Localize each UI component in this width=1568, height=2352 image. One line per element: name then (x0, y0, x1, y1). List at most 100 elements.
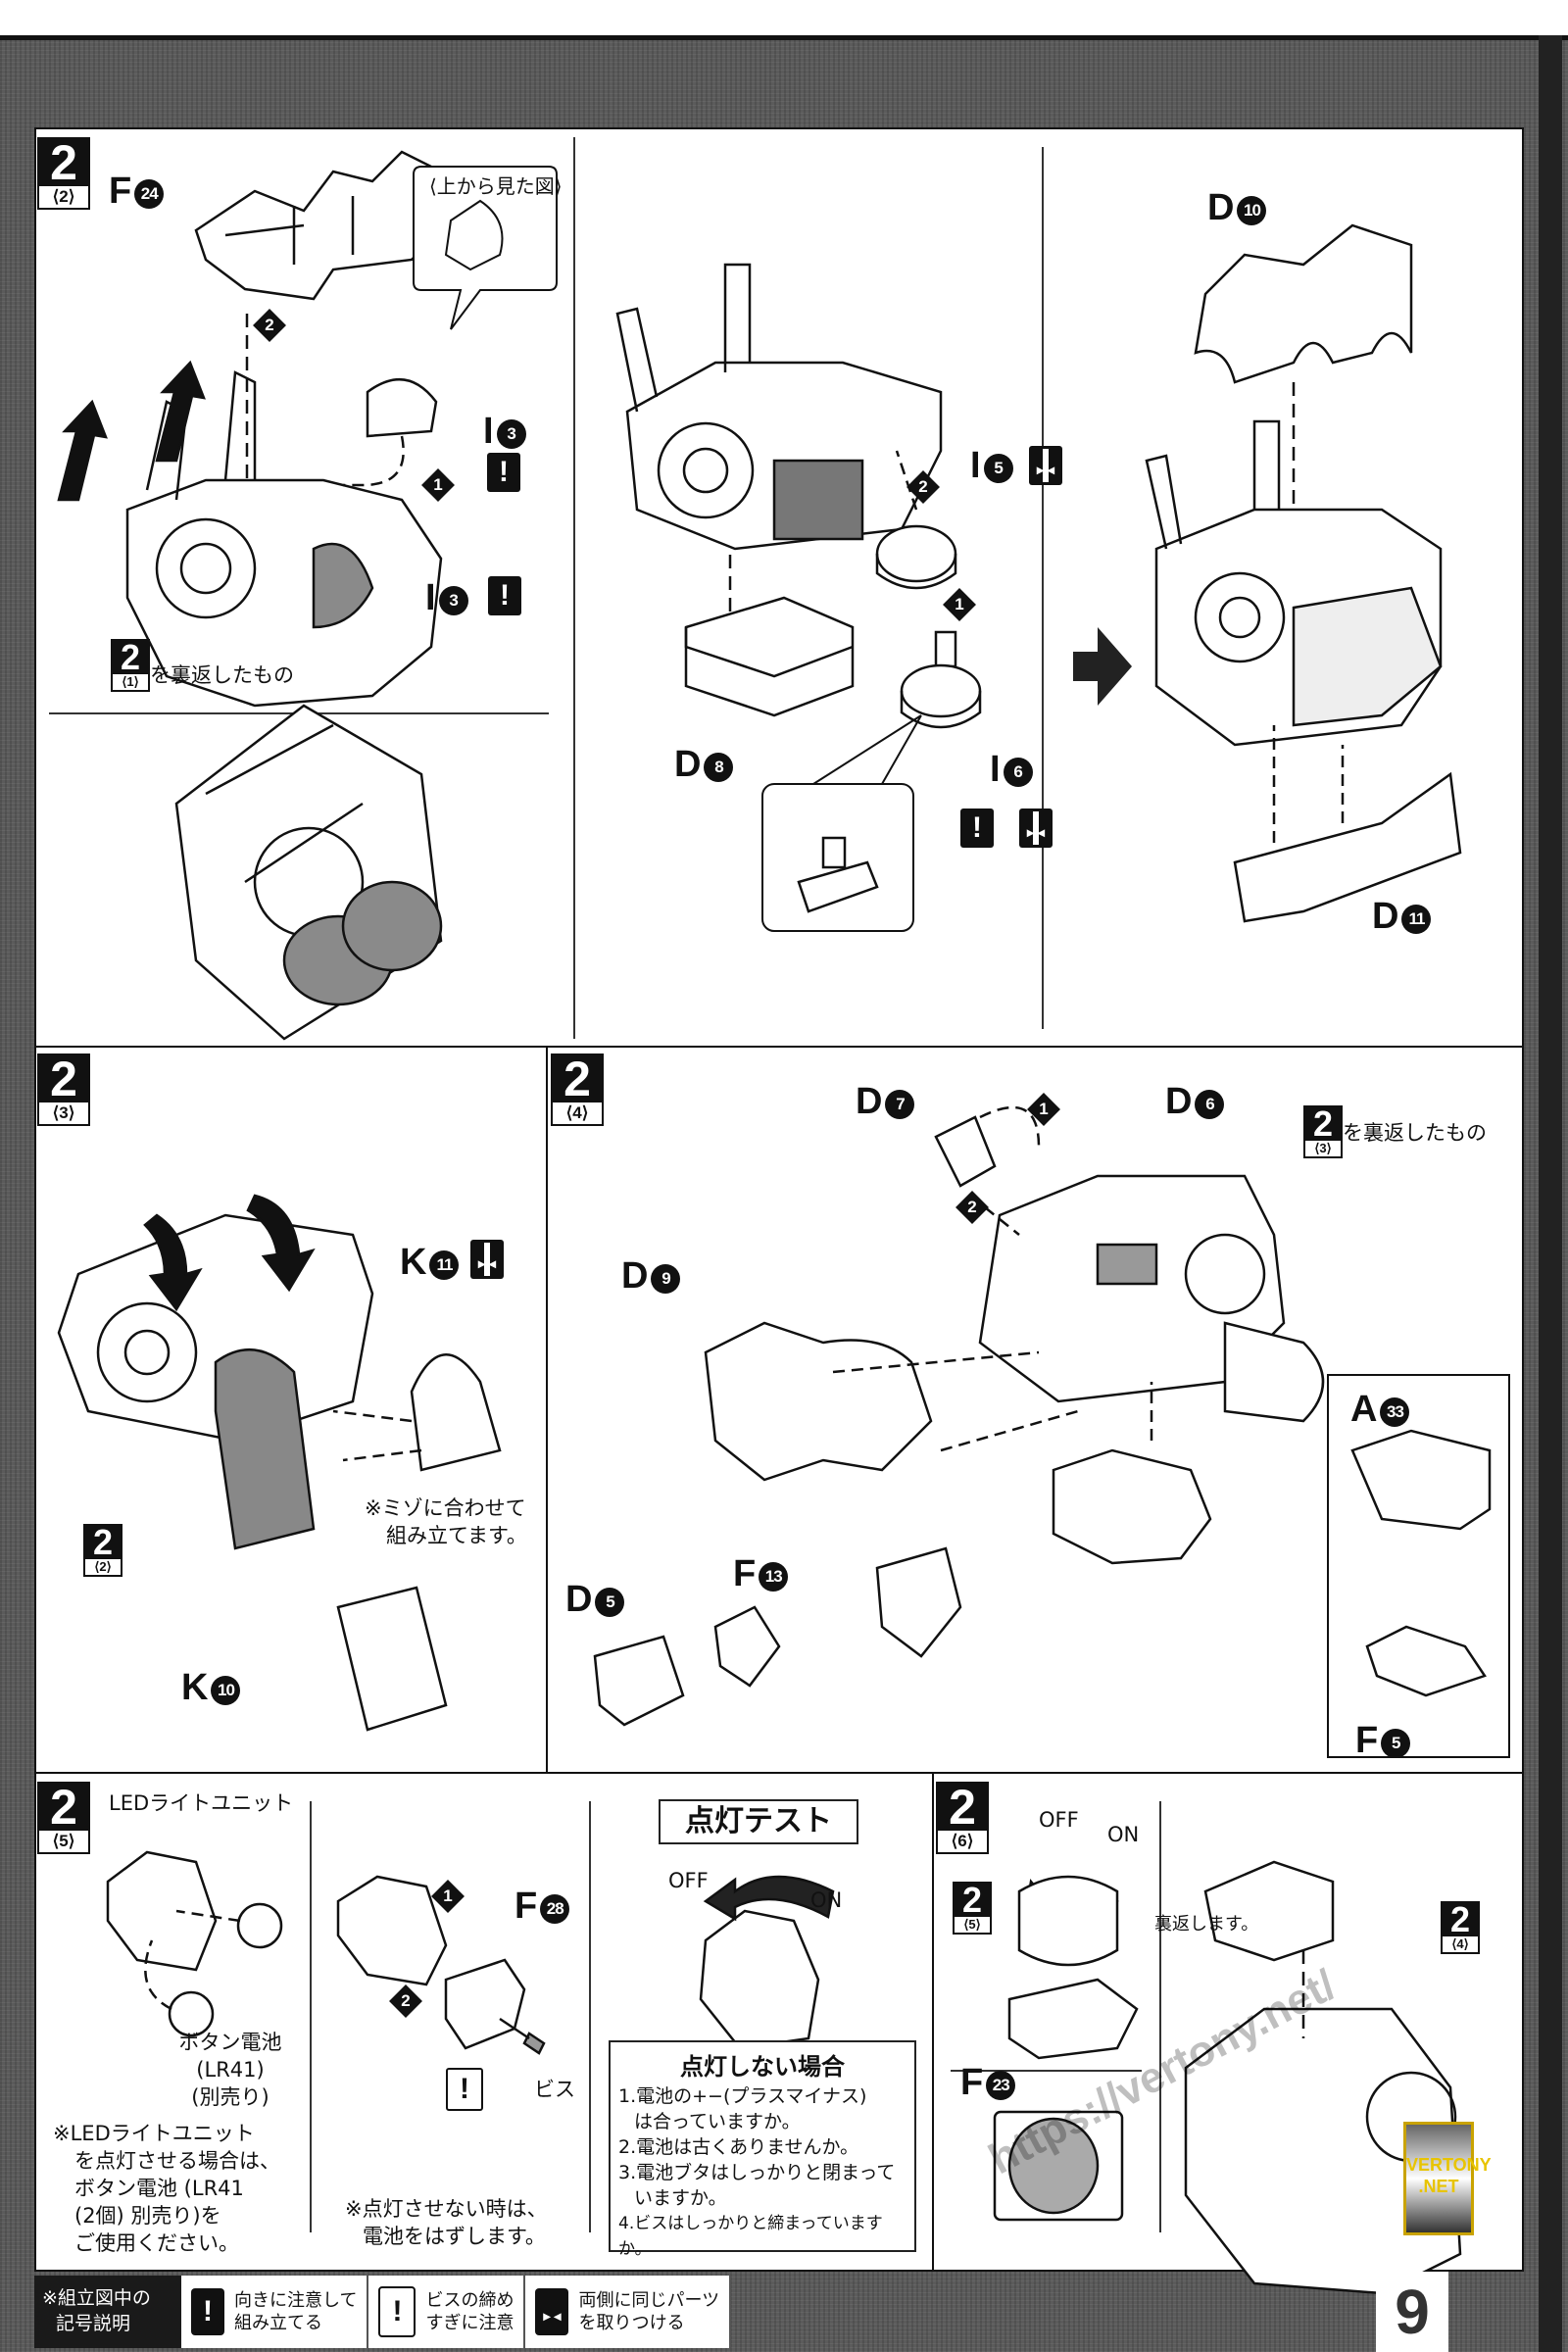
part-d10-drawing (1194, 223, 1413, 384)
step-ref-badge-2-4: 2⟨4⟩ (1441, 1901, 1480, 1954)
part-d7-drawing (934, 1115, 997, 1188)
assembly-stage-drawing (615, 263, 943, 551)
battery-line: (別売り) (191, 2085, 270, 2109)
battery-cover-detail (993, 2110, 1124, 2222)
detail-i6-drawing (797, 836, 879, 913)
step-badge-2-3: 2⟨3⟩ (37, 1054, 90, 1126)
note-line: ※LEDライトユニット (53, 2122, 255, 2145)
off-on-switch-arrow (703, 1875, 835, 1922)
sub-detail-frame (1327, 1374, 1510, 1758)
flipped-note: を裏返したもの (1343, 1121, 1487, 1145)
battery-holder-drawing (1007, 1875, 1139, 2060)
part-k10-drawing (336, 1586, 448, 1732)
column-divider (573, 137, 575, 1039)
troubleshooting-item: 1.電池の+−(プラスマイナス) (618, 2085, 867, 2107)
note-line: ご使用ください。 (74, 2231, 239, 2255)
led-unit-drawing (106, 1850, 218, 1972)
note-line: ※点灯させない時は、 (345, 2197, 548, 2221)
lift-arrow (57, 399, 108, 502)
step-ref-badge-2-3: 2⟨3⟩ (1303, 1105, 1343, 1158)
part-spare-drawing (875, 1546, 962, 1658)
guide-arrow-dashed (895, 450, 918, 511)
legend-text: 両側に同じパーツ (578, 2290, 720, 2311)
screw-caution-icon: ! (378, 2286, 416, 2337)
screw-label: ビス (534, 2078, 575, 2101)
legend-text: ビスの締め (425, 2290, 514, 2311)
row-divider (34, 1772, 1524, 1774)
troubleshooting-item: 4.ビスはしっかりと締まっていますか。 (618, 2214, 883, 2259)
step-ref-badge-2-2: 2⟨2⟩ (83, 1524, 122, 1577)
troubleshooting-item: いますか。 (634, 2187, 727, 2209)
column-divider (589, 1801, 591, 2232)
part-a33-drawing (1350, 1429, 1492, 1531)
part-d5-drawing (593, 1635, 685, 1727)
part-under-drawing (1052, 1448, 1212, 1565)
button-battery (236, 1902, 283, 1949)
exclamation-icon: ! (488, 576, 521, 615)
battery-line: (LR41) (196, 2058, 265, 2082)
column-divider (932, 1774, 934, 2272)
legend-heading-line: ※組立図中の (42, 2287, 151, 2309)
note-line: ボタン電池 (LR41 (74, 2177, 244, 2200)
legend-heading-line: 記号説明 (56, 2313, 131, 2334)
guide-arrow-dashed (144, 1909, 241, 2011)
off-label: OFF (668, 1869, 709, 1892)
assembly-2-4-drawing (978, 1174, 1325, 1423)
step-marker-2: 2 (956, 1191, 989, 1224)
logo-text: .NET (1418, 2177, 1459, 2196)
logo-text: VERTONY (1406, 2155, 1492, 2175)
assembly-2-3-drawing (57, 1213, 374, 1550)
battery-line: ボタン電池 (178, 2031, 282, 2054)
legend-item-orientation: !向きに注意して組み立てる (181, 2276, 369, 2348)
note-line: を点灯させる場合は、 (74, 2149, 280, 2173)
part-i6-drawing (900, 630, 982, 729)
guide-arrow-dashed (343, 435, 405, 487)
note-line: (2個) 別売り)を (74, 2204, 221, 2228)
detail-callout-line (812, 714, 922, 785)
exclamation-icon: ! (191, 2288, 224, 2335)
part-i3-drawing (366, 377, 438, 438)
troubleshooting-box: 点灯しない場合 1.電池の+−(プラスマイナス) は合っていますか。 2.電池は… (609, 2040, 916, 2259)
column-divider (1159, 1801, 1161, 2232)
step-badge-2-2: 2⟨2⟩ (37, 137, 90, 210)
button-battery (168, 1990, 215, 2037)
sub-divider (951, 2070, 1142, 2072)
flipped-note: を裏返したもの (150, 663, 294, 687)
torso-core-drawing (125, 370, 443, 708)
screw (499, 2017, 546, 2055)
step-marker-2: 2 (906, 470, 940, 504)
exclamation-icon: ! (960, 808, 994, 848)
troubleshooting-item: 3.電池ブタはしっかりと閉まって (618, 2162, 896, 2183)
legend-text: を取りつける (578, 2313, 685, 2333)
part-d9-drawing (704, 1321, 933, 1482)
legend-item-both-sides: ▸ ◂両側に同じパーツを取りつける (525, 2276, 732, 2348)
part-d11-drawing (1233, 771, 1462, 923)
guide-arrow-dashed (1272, 725, 1345, 843)
legend-item-screw: ! ビスの締めすぎに注意 (368, 2276, 526, 2348)
part-k11-drawing (410, 1353, 502, 1472)
on-label: ON (1107, 1823, 1140, 1846)
part-f13-drawing (713, 1605, 781, 1688)
both-sides-icon: ▸ ◂ (470, 1240, 504, 1279)
note-line: ※ミゾに合わせて (365, 1496, 526, 1520)
both-sides-icon: ▸ ◂ (1019, 808, 1053, 848)
top-view-drawing (444, 199, 504, 271)
column-divider (1042, 147, 1044, 1029)
led-on-off-drawing (699, 1909, 820, 2050)
step-ref-badge-2-5: 2⟨5⟩ (953, 1882, 992, 1935)
legend-text: すぎに注意 (425, 2313, 514, 2333)
part-f28-drawing (444, 1958, 526, 2050)
step-marker-1: 1 (943, 588, 976, 621)
